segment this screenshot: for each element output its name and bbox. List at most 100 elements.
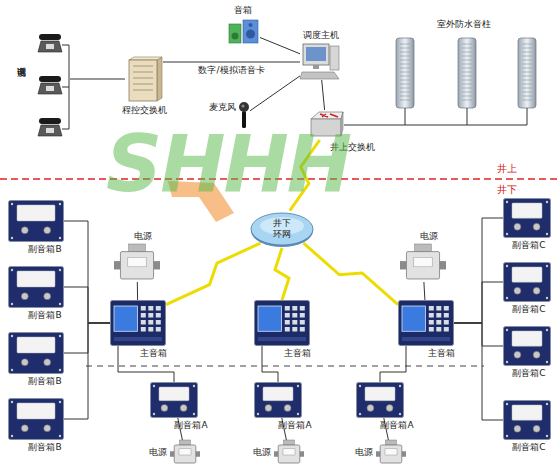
line-part — [522, 80, 532, 81]
main-icon — [254, 300, 310, 346]
rect-part — [376, 451, 380, 457]
rect-part — [402, 306, 426, 331]
circle-part — [59, 237, 61, 239]
circle-part — [546, 329, 548, 331]
line-part — [462, 84, 472, 85]
edge-label: 数字/模拟语音卡 — [187, 65, 277, 76]
sub-icon — [503, 262, 551, 302]
rect-part — [242, 111, 246, 128]
device-node: 调度主机 — [300, 44, 340, 80]
rect-part — [111, 301, 166, 346]
rect-part — [39, 76, 61, 82]
device-label: 副音箱B — [20, 376, 70, 387]
line-part — [400, 92, 410, 93]
circle-part — [11, 435, 13, 437]
device-node: 副音箱A — [356, 382, 404, 418]
device-label: 副音箱C — [505, 368, 553, 379]
circle-part — [546, 297, 548, 299]
circle-part — [59, 335, 61, 337]
rect-part — [285, 327, 290, 332]
rect-part — [429, 306, 434, 311]
circle-part — [546, 403, 548, 405]
line-part — [522, 92, 532, 93]
rect-part — [512, 405, 542, 420]
line-part — [400, 88, 410, 89]
rect-part — [159, 387, 189, 401]
rect-part — [444, 320, 449, 325]
rect-part — [180, 440, 191, 445]
line-part — [400, 80, 410, 81]
columns-icon — [388, 36, 540, 126]
rect-part — [380, 445, 402, 463]
ellipse-part — [251, 213, 313, 245]
line-part — [400, 100, 410, 101]
bus-dashed-line — [86, 366, 484, 367]
circle-part — [44, 227, 51, 234]
sub-icon — [8, 200, 64, 242]
line-part — [400, 72, 410, 73]
rect-part — [444, 306, 449, 311]
device-node: 主音箱 — [398, 300, 454, 346]
device-node: 电源 — [400, 244, 446, 282]
line-part — [462, 68, 472, 69]
rect-part — [39, 118, 61, 124]
rect-part — [300, 320, 305, 325]
rect-part — [9, 201, 64, 242]
device-node: 井上交换机 — [308, 110, 344, 140]
line-part — [462, 80, 472, 81]
rect-part — [17, 271, 55, 287]
rect-part — [156, 313, 161, 318]
path-part — [300, 72, 339, 79]
circle-part — [546, 361, 548, 363]
rect-part — [17, 205, 55, 221]
circle-part — [297, 413, 299, 415]
pbx-icon — [125, 56, 163, 102]
zone-label: 井下 — [497, 184, 517, 196]
rect-part — [255, 383, 302, 418]
surface-divider — [0, 178, 557, 180]
circle-part — [11, 401, 13, 403]
rect-part — [444, 313, 449, 318]
circle-part — [386, 404, 393, 411]
circle-part — [546, 233, 548, 235]
line-part — [522, 44, 532, 45]
path-part — [341, 112, 343, 136]
circle-part — [284, 404, 291, 411]
zone-label: 井上 — [497, 163, 517, 175]
device-label: 主音箱 — [130, 348, 176, 359]
device-label: 电源 — [414, 231, 444, 242]
rect-part — [313, 65, 319, 69]
circle-part — [44, 293, 51, 300]
circle-part — [59, 369, 61, 371]
rect-part — [258, 306, 282, 331]
connector — [137, 282, 138, 300]
device-label: 电源 — [128, 231, 158, 242]
circle-part — [21, 425, 28, 432]
device-label: 室外防水音柱 — [424, 19, 504, 30]
rect-part — [292, 306, 297, 311]
switch-icon — [308, 110, 344, 140]
power-icon — [400, 244, 446, 282]
rect-part — [436, 320, 441, 325]
device-label: 电源 — [143, 447, 167, 458]
circle-part — [506, 297, 508, 299]
line-part — [133, 78, 153, 79]
rect-part — [385, 449, 397, 455]
device-label: 麦克风 — [206, 102, 236, 113]
line-part — [62, 45, 69, 46]
rect-part — [148, 320, 153, 325]
rect-part — [46, 128, 54, 133]
connector — [424, 282, 425, 300]
circle-part — [180, 404, 187, 411]
line-part — [133, 72, 153, 73]
device-label: 副音箱C — [505, 442, 553, 453]
rect-part — [444, 327, 449, 332]
mic-icon — [238, 102, 250, 128]
path-part — [129, 57, 162, 60]
rect-part — [414, 257, 432, 267]
circle-part — [399, 413, 401, 415]
device-label: 副音箱C — [505, 304, 553, 315]
device-node: 音箱 — [228, 18, 260, 44]
device-node: 副音箱B — [8, 332, 64, 374]
sub-icon — [8, 266, 64, 308]
